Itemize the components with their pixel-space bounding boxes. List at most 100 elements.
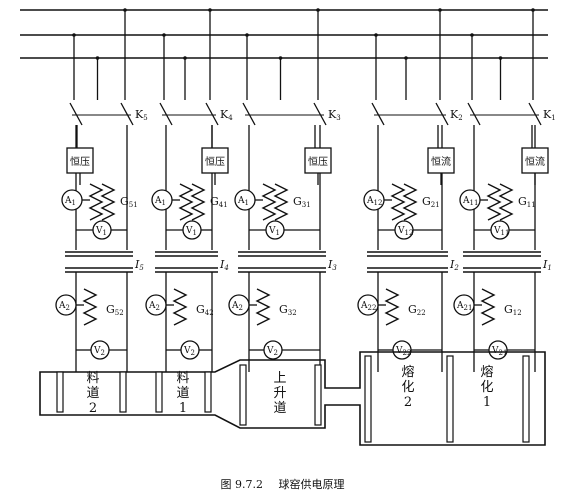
transformer-upper-secondary: [273, 183, 289, 221]
transformer-lower-label: G52: [106, 303, 124, 317]
switch-blade: [120, 102, 134, 126]
transformer-lower-label: G42: [196, 303, 214, 317]
regulator-1: [521, 147, 549, 174]
electrode: [364, 355, 372, 443]
switch-blade: [159, 102, 173, 126]
electrode: [155, 371, 163, 413]
regulator-4-text: 恒压: [205, 155, 225, 168]
ammeter-upper-label: A1: [64, 196, 76, 207]
transformer-lower: [480, 288, 496, 326]
switch-label-5: K5: [135, 108, 148, 122]
zone-label-3: 上升道: [273, 371, 286, 416]
transformer-upper-label: G31: [293, 195, 311, 209]
switch-label-4: K4: [220, 108, 233, 122]
junction-dot: [438, 8, 442, 12]
figure-caption: 图 9.7.2 球窑供电原理: [0, 476, 565, 492]
transformer-upper-label: G41: [210, 195, 228, 209]
regulator-2: [427, 147, 455, 174]
ammeter-upper-label: A11: [462, 196, 478, 207]
ammeter-lower-label: A2: [231, 301, 243, 312]
ammeter-lower-label: A22: [360, 301, 376, 312]
figure-title: 球窑供电原理: [278, 478, 345, 491]
junction-dot: [245, 33, 249, 37]
transformer-upper: [261, 183, 277, 221]
regulator-2-text: 恒流: [431, 155, 451, 168]
switch-blade: [205, 102, 219, 126]
switch-blade: [313, 102, 327, 126]
switch-blade: [435, 102, 449, 126]
transformer-upper: [178, 183, 194, 221]
transformer-lower: [384, 288, 400, 326]
current-label-1: I1: [542, 258, 552, 272]
junction-dot: [404, 56, 408, 60]
electrode: [204, 371, 212, 413]
figure-number: 图 9.7.2: [220, 478, 264, 491]
voltmeter-upper-label: V11: [493, 226, 509, 237]
junction-dot: [278, 56, 283, 60]
junction-dot: [470, 33, 474, 37]
electrode: [446, 355, 454, 443]
switch-label-2: K2: [450, 108, 463, 122]
transformer-upper-secondary: [190, 183, 206, 221]
junction-dot: [123, 8, 127, 12]
electrode: [56, 371, 64, 413]
transformer-upper: [390, 183, 406, 221]
ammeter-lower-label: A2: [58, 301, 70, 312]
regulator-1-text: 恒流: [525, 155, 545, 168]
transformer-upper-label: G11: [518, 195, 536, 209]
regulator-3-text: 恒压: [308, 155, 328, 168]
current-label-5: I5: [134, 258, 144, 272]
transformer-lower-label: G12: [504, 303, 522, 317]
switch-label-3: K3: [328, 108, 341, 122]
junction-dot: [95, 56, 100, 60]
voltmeter-lower-label: V2: [183, 346, 195, 357]
current-label-4: I4: [219, 258, 229, 272]
current-label-3: I3: [327, 258, 337, 272]
ammeter-upper-label: A1: [237, 196, 249, 207]
voltmeter-lower-label: V21: [491, 346, 507, 357]
ammeter-lower-label: A21: [456, 301, 472, 312]
junction-dot: [316, 8, 320, 12]
ammeter-upper-label: A1: [154, 196, 166, 207]
voltmeter-upper-label: V1: [185, 226, 197, 237]
current-label-2: I2: [449, 258, 459, 272]
voltmeter-lower-label: V2: [93, 346, 105, 357]
electrode: [119, 371, 127, 413]
switch-blade: [528, 102, 542, 126]
transformer-lower: [172, 288, 188, 326]
electrode: [314, 364, 322, 426]
transformer-lower: [255, 288, 271, 326]
junction-dot: [72, 33, 76, 37]
transformer-lower-label: G22: [408, 303, 426, 317]
transformer-upper: [88, 183, 104, 221]
junction-dot: [498, 56, 503, 60]
electrode: [522, 355, 530, 443]
transformer-upper-secondary: [498, 183, 514, 221]
kiln-outline: [39, 351, 546, 446]
junction-dot: [183, 56, 187, 60]
switch-blade: [467, 102, 481, 126]
switch-blade: [371, 102, 385, 126]
voltmeter-upper-label: V1: [268, 226, 280, 237]
regulator-4: [201, 147, 229, 174]
transformer-upper-secondary: [402, 183, 418, 221]
junction-dot: [208, 8, 212, 12]
voltmeter-upper-label: V12: [397, 226, 413, 237]
switch-blade: [69, 102, 83, 126]
switch-blade: [242, 102, 256, 126]
ammeter-lower-label: A2: [148, 301, 160, 312]
transformer-lower-label: G32: [279, 303, 297, 317]
ammeter-upper-label: A12: [366, 196, 382, 207]
transformer-lower: [82, 288, 98, 326]
junction-dot: [374, 33, 378, 37]
voltmeter-lower-label: V2: [266, 346, 278, 357]
transformer-upper-secondary: [100, 183, 116, 221]
electrode: [239, 364, 247, 426]
regulator-5: [66, 147, 94, 174]
voltmeter-lower-label: V22: [395, 346, 411, 357]
